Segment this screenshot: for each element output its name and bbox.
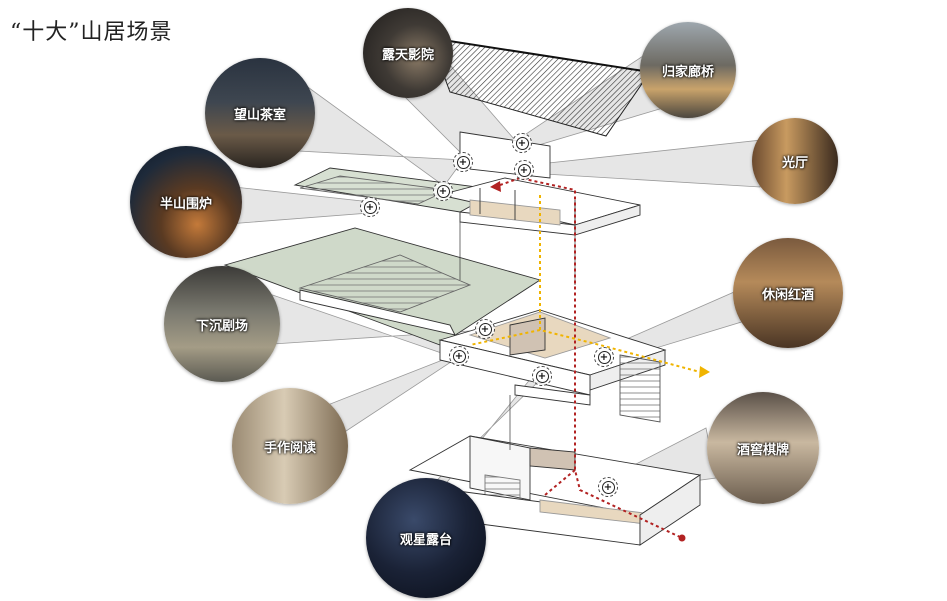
location-marker-sunken-theater: +: [475, 319, 495, 339]
scene-stargazing-terrace[interactable]: 观星露台: [366, 478, 486, 598]
scene-leisure-red-wine[interactable]: 休闲红酒: [733, 238, 843, 348]
scene-wine-cellar-chess[interactable]: 酒窖棋牌: [707, 392, 819, 504]
scene-label: 露天影院: [382, 44, 434, 63]
callout-light-hall: [528, 140, 762, 187]
location-marker-fireside: +: [360, 197, 380, 217]
plus-in-circle-icon: +: [453, 350, 466, 363]
yellow-arrowhead: [699, 366, 710, 378]
plus-in-circle-icon: +: [479, 323, 492, 336]
plus-in-circle-icon: +: [602, 481, 615, 494]
location-marker-wine-cellar: +: [598, 477, 618, 497]
plus-in-circle-icon: +: [437, 185, 450, 198]
scene-hillside-fireside[interactable]: 半山围炉: [130, 146, 242, 258]
plus-in-circle-icon: +: [536, 370, 549, 383]
scene-light-hall[interactable]: 光厅: [752, 118, 838, 204]
plus-in-circle-icon: +: [364, 201, 377, 214]
location-marker-light-hall: +: [514, 160, 534, 180]
location-marker-red-wine: +: [594, 347, 614, 367]
scene-label: 手作阅读: [264, 437, 316, 456]
scene-label: 归家廊桥: [662, 61, 714, 80]
scene-label: 光厅: [782, 152, 808, 171]
plus-in-circle-icon: +: [518, 164, 531, 177]
location-marker-reading: +: [449, 346, 469, 366]
location-marker-tearoom: +: [453, 152, 473, 172]
location-marker-cinema: +: [512, 133, 532, 153]
scene-label: 观星露台: [400, 529, 452, 548]
scene-label: 休闲红酒: [762, 284, 814, 303]
scene-label: 望山茶室: [234, 104, 286, 123]
scene-label: 酒窖棋牌: [737, 439, 789, 458]
plus-in-circle-icon: +: [516, 137, 529, 150]
location-marker-stargazing: +: [532, 366, 552, 386]
location-marker-corridor: +: [433, 181, 453, 201]
scene-sunken-theater[interactable]: 下沉剧场: [164, 266, 280, 382]
scene-open-air-cinema[interactable]: 露天影院: [363, 8, 453, 98]
scene-mountain-view-tearoom[interactable]: 望山茶室: [205, 58, 315, 168]
scene-homecoming-corridor[interactable]: 归家廊桥: [640, 22, 736, 118]
plus-in-circle-icon: +: [457, 156, 470, 169]
red-endpoint: [679, 535, 686, 542]
scene-label: 半山围炉: [160, 193, 212, 212]
plus-in-circle-icon: +: [598, 351, 611, 364]
scene-label: 下沉剧场: [196, 315, 248, 334]
scene-handcraft-reading[interactable]: 手作阅读: [232, 388, 348, 504]
